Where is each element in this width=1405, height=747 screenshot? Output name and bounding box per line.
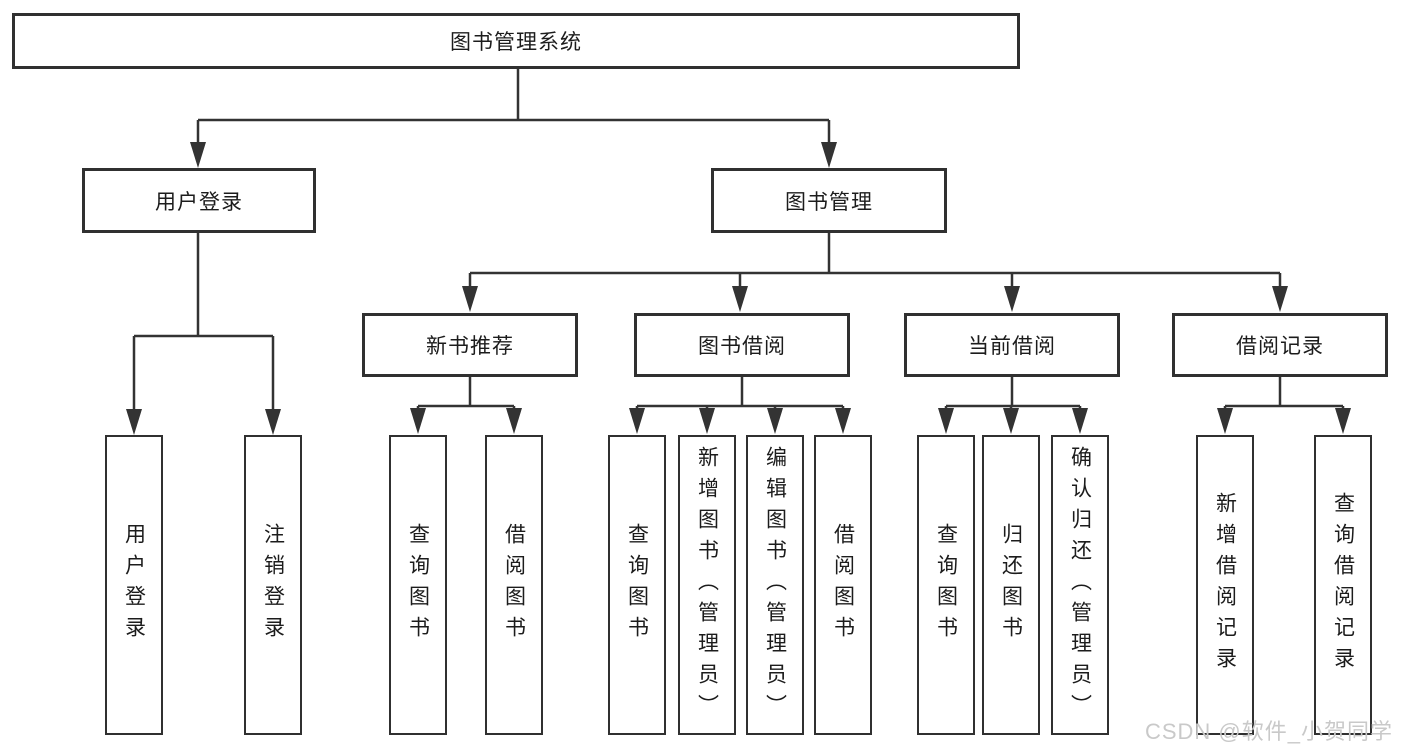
node-label: 图书管理 <box>785 190 873 214</box>
leaf-label: 注销登录 <box>261 523 285 647</box>
node-user-login: 用户登录 <box>82 168 316 233</box>
leaf-label: 用户登录 <box>122 523 146 647</box>
leaf-label: 归还图书 <box>999 523 1023 647</box>
node-label: 图书借阅 <box>698 335 786 358</box>
leaf-label: 新增借阅记录 <box>1213 492 1237 678</box>
leaf-query-borrow-record: 查询借阅记录 <box>1314 435 1372 735</box>
node-label: 图书管理系统 <box>450 31 582 54</box>
leaf-label: 借阅图书 <box>831 523 855 647</box>
leaf-label: 查询图书 <box>406 523 430 647</box>
leaf-query-books-borrow: 查询图书 <box>608 435 666 735</box>
node-label: 新书推荐 <box>426 335 514 358</box>
leaf-edit-book-admin: 编辑图书（管理员） <box>746 435 804 735</box>
leaf-borrow-books: 借阅图书 <box>814 435 872 735</box>
leaf-add-borrow-record: 新增借阅记录 <box>1196 435 1254 735</box>
node-library-management-system: 图书管理系统 <box>12 13 1020 69</box>
leaf-query-books-current: 查询图书 <box>917 435 975 735</box>
node-book-management: 图书管理 <box>711 168 947 233</box>
leaf-label: 确认归还（管理员） <box>1068 445 1092 725</box>
leaf-confirm-return-admin: 确认归还（管理员） <box>1051 435 1109 735</box>
leaf-user-login: 用户登录 <box>105 435 163 735</box>
leaf-label: 借阅图书 <box>502 523 526 647</box>
leaf-return-books: 归还图书 <box>982 435 1040 735</box>
node-borrowing-records: 借阅记录 <box>1172 313 1388 377</box>
watermark: CSDN @软件_小贺同学 <box>1144 719 1393 744</box>
node-book-borrowing: 图书借阅 <box>634 313 850 377</box>
leaf-label: 新增图书（管理员） <box>695 445 719 725</box>
leaf-add-book-admin: 新增图书（管理员） <box>678 435 736 735</box>
node-label: 借阅记录 <box>1236 335 1324 358</box>
node-label: 用户登录 <box>155 190 243 214</box>
leaf-logout: 注销登录 <box>244 435 302 735</box>
leaf-label: 编辑图书（管理员） <box>763 445 787 725</box>
leaf-label: 查询借阅记录 <box>1331 492 1355 678</box>
leaf-borrow-books-recommend: 借阅图书 <box>485 435 543 735</box>
node-label: 当前借阅 <box>968 335 1056 358</box>
leaf-label: 查询图书 <box>625 523 649 647</box>
leaf-query-books-recommend: 查询图书 <box>389 435 447 735</box>
leaf-label: 查询图书 <box>934 523 958 647</box>
node-new-book-recommendation: 新书推荐 <box>362 313 578 377</box>
node-current-borrowing: 当前借阅 <box>904 313 1120 377</box>
